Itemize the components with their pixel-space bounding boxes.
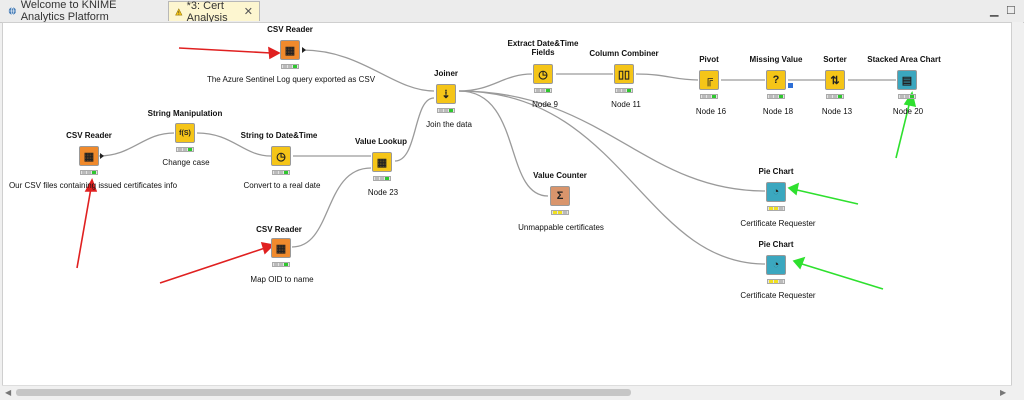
- node-title: CSV Reader: [256, 225, 302, 234]
- wire-strmanip-strdate: [196, 132, 272, 157]
- pie-chart-icon[interactable]: ◔: [766, 182, 786, 202]
- node-annotation[interactable]: Join the data: [426, 120, 472, 129]
- node-status: [700, 94, 718, 99]
- node-status: [437, 108, 455, 113]
- node-title: Value Counter: [533, 171, 587, 180]
- node-title: Missing Value: [749, 55, 803, 64]
- node-title: Extract Date&Time Fields: [507, 39, 579, 57]
- node-annotation[interactable]: Unmappable certificates: [518, 223, 604, 232]
- maximize-icon[interactable]: ☐: [1006, 5, 1016, 17]
- wire-lookup-joiner: [394, 97, 435, 162]
- node-annotation[interactable]: Map OID to name: [250, 275, 314, 284]
- node-status: [615, 88, 633, 93]
- minimize-icon[interactable]: ▁: [990, 5, 999, 17]
- node-annotation[interactable]: Node 13: [821, 107, 853, 116]
- tab-welcome[interactable]: Welcome to KNIME Analytics Platform: [2, 0, 162, 23]
- node-title: Pie Chart: [758, 167, 794, 176]
- node-annotation[interactable]: The Azure Sentinel Log query exported as…: [206, 75, 376, 84]
- node-status: [176, 147, 194, 152]
- clock-icon[interactable]: ◷: [533, 64, 553, 84]
- horizontal-scroll-thumb[interactable]: [16, 389, 631, 396]
- wire-joiner-counter: [458, 90, 549, 197]
- wire-csv-top-joiner: [301, 49, 435, 92]
- node-status: [281, 64, 299, 69]
- node-status: [534, 88, 552, 93]
- node-status: [551, 210, 569, 215]
- node-title: Stacked Area Chart: [867, 55, 941, 64]
- wire-joiner-pie2: [458, 90, 766, 265]
- csv-reader-icon[interactable]: ▦: [271, 238, 291, 258]
- node-annotation[interactable]: Node 16: [695, 107, 727, 116]
- missing-value-icon[interactable]: ?: [766, 70, 786, 90]
- node-annotation[interactable]: Node 18: [762, 107, 794, 116]
- output-port[interactable]: [100, 153, 104, 159]
- node-annotation[interactable]: Convert to a real date: [243, 181, 321, 190]
- warning-icon: [175, 7, 183, 15]
- wire-combiner-pivot: [635, 73, 699, 81]
- sort-icon[interactable]: ⇅: [825, 70, 845, 90]
- scroll-left-icon[interactable]: ◀: [5, 388, 12, 397]
- tab-cert-analysis[interactable]: *3: Cert Analysis ✕: [168, 0, 260, 24]
- model-port-icon[interactable]: [788, 83, 793, 88]
- pie-chart-icon[interactable]: ◔: [766, 255, 786, 275]
- scroll-right-icon[interactable]: ▶: [1000, 388, 1007, 397]
- string-manipulation-icon[interactable]: f(S): [175, 123, 195, 143]
- node-annotation[interactable]: Change case: [162, 158, 210, 167]
- node-annotation[interactable]: Our CSV files containing issued certific…: [8, 181, 178, 190]
- globe-icon: [8, 7, 16, 15]
- sigma-icon[interactable]: Σ: [550, 186, 570, 206]
- csv-reader-icon[interactable]: ▦: [280, 40, 300, 60]
- node-title: Sorter: [823, 55, 847, 64]
- node-title: String to Date&Time: [240, 131, 318, 140]
- area-chart-icon[interactable]: ▤: [897, 70, 917, 90]
- wire-joiner-pie1: [458, 90, 766, 192]
- node-annotation[interactable]: Certificate Requester: [740, 291, 816, 300]
- workflow-canvas[interactable]: CSV Reader ▦ The Azure Sentinel Log quer…: [2, 22, 1012, 386]
- node-title: Joiner: [433, 69, 459, 78]
- node-status: [767, 94, 785, 99]
- column-combiner-icon[interactable]: ▯▯: [614, 64, 634, 84]
- node-title: Pie Chart: [758, 240, 794, 249]
- csv-reader-icon[interactable]: ▦: [79, 146, 99, 166]
- node-annotation[interactable]: Node 20: [892, 107, 924, 116]
- node-title: Pivot: [699, 55, 719, 64]
- node-status: [898, 94, 916, 99]
- node-title: String Manipulation: [147, 109, 223, 118]
- horizontal-scrollbar[interactable]: ◀ ▶: [2, 385, 1012, 399]
- output-port[interactable]: [302, 47, 306, 53]
- node-annotation[interactable]: Node 9: [532, 100, 558, 109]
- close-tab-icon[interactable]: ✕: [243, 6, 253, 18]
- node-status: [80, 170, 98, 175]
- wire-joiner-extract: [458, 73, 533, 92]
- node-annotation[interactable]: Certificate Requester: [740, 219, 816, 228]
- node-annotation[interactable]: Node 11: [611, 100, 641, 109]
- node-status: [272, 170, 290, 175]
- vertical-scrollbar[interactable]: [1012, 22, 1023, 384]
- joiner-icon[interactable]: ⇣: [436, 84, 456, 104]
- wire-csv-bottom-lookup: [291, 167, 372, 248]
- node-title: Value Lookup: [354, 137, 408, 146]
- node-status: [767, 206, 785, 211]
- node-annotation[interactable]: Node 23: [367, 188, 399, 197]
- node-status: [826, 94, 844, 99]
- node-title: CSV Reader: [66, 131, 112, 140]
- node-status: [373, 176, 391, 181]
- connection-wires: [76, 46, 917, 290]
- clock-icon[interactable]: ◷: [271, 146, 291, 166]
- node-title: Column Combiner: [589, 49, 659, 58]
- node-title: CSV Reader: [267, 25, 313, 34]
- pivot-icon[interactable]: ╔: [699, 70, 719, 90]
- node-status: [767, 279, 785, 284]
- node-status: [272, 262, 290, 267]
- table-lookup-icon[interactable]: ▦: [372, 152, 392, 172]
- wire-csv-left-strmanip: [97, 132, 175, 157]
- editor-tab-bar: Welcome to KNIME Analytics Platform *3: …: [0, 0, 1024, 24]
- tab-cert-label: *3: Cert Analysis: [186, 0, 228, 24]
- tab-welcome-label: Welcome to KNIME Analytics Platform: [20, 0, 117, 23]
